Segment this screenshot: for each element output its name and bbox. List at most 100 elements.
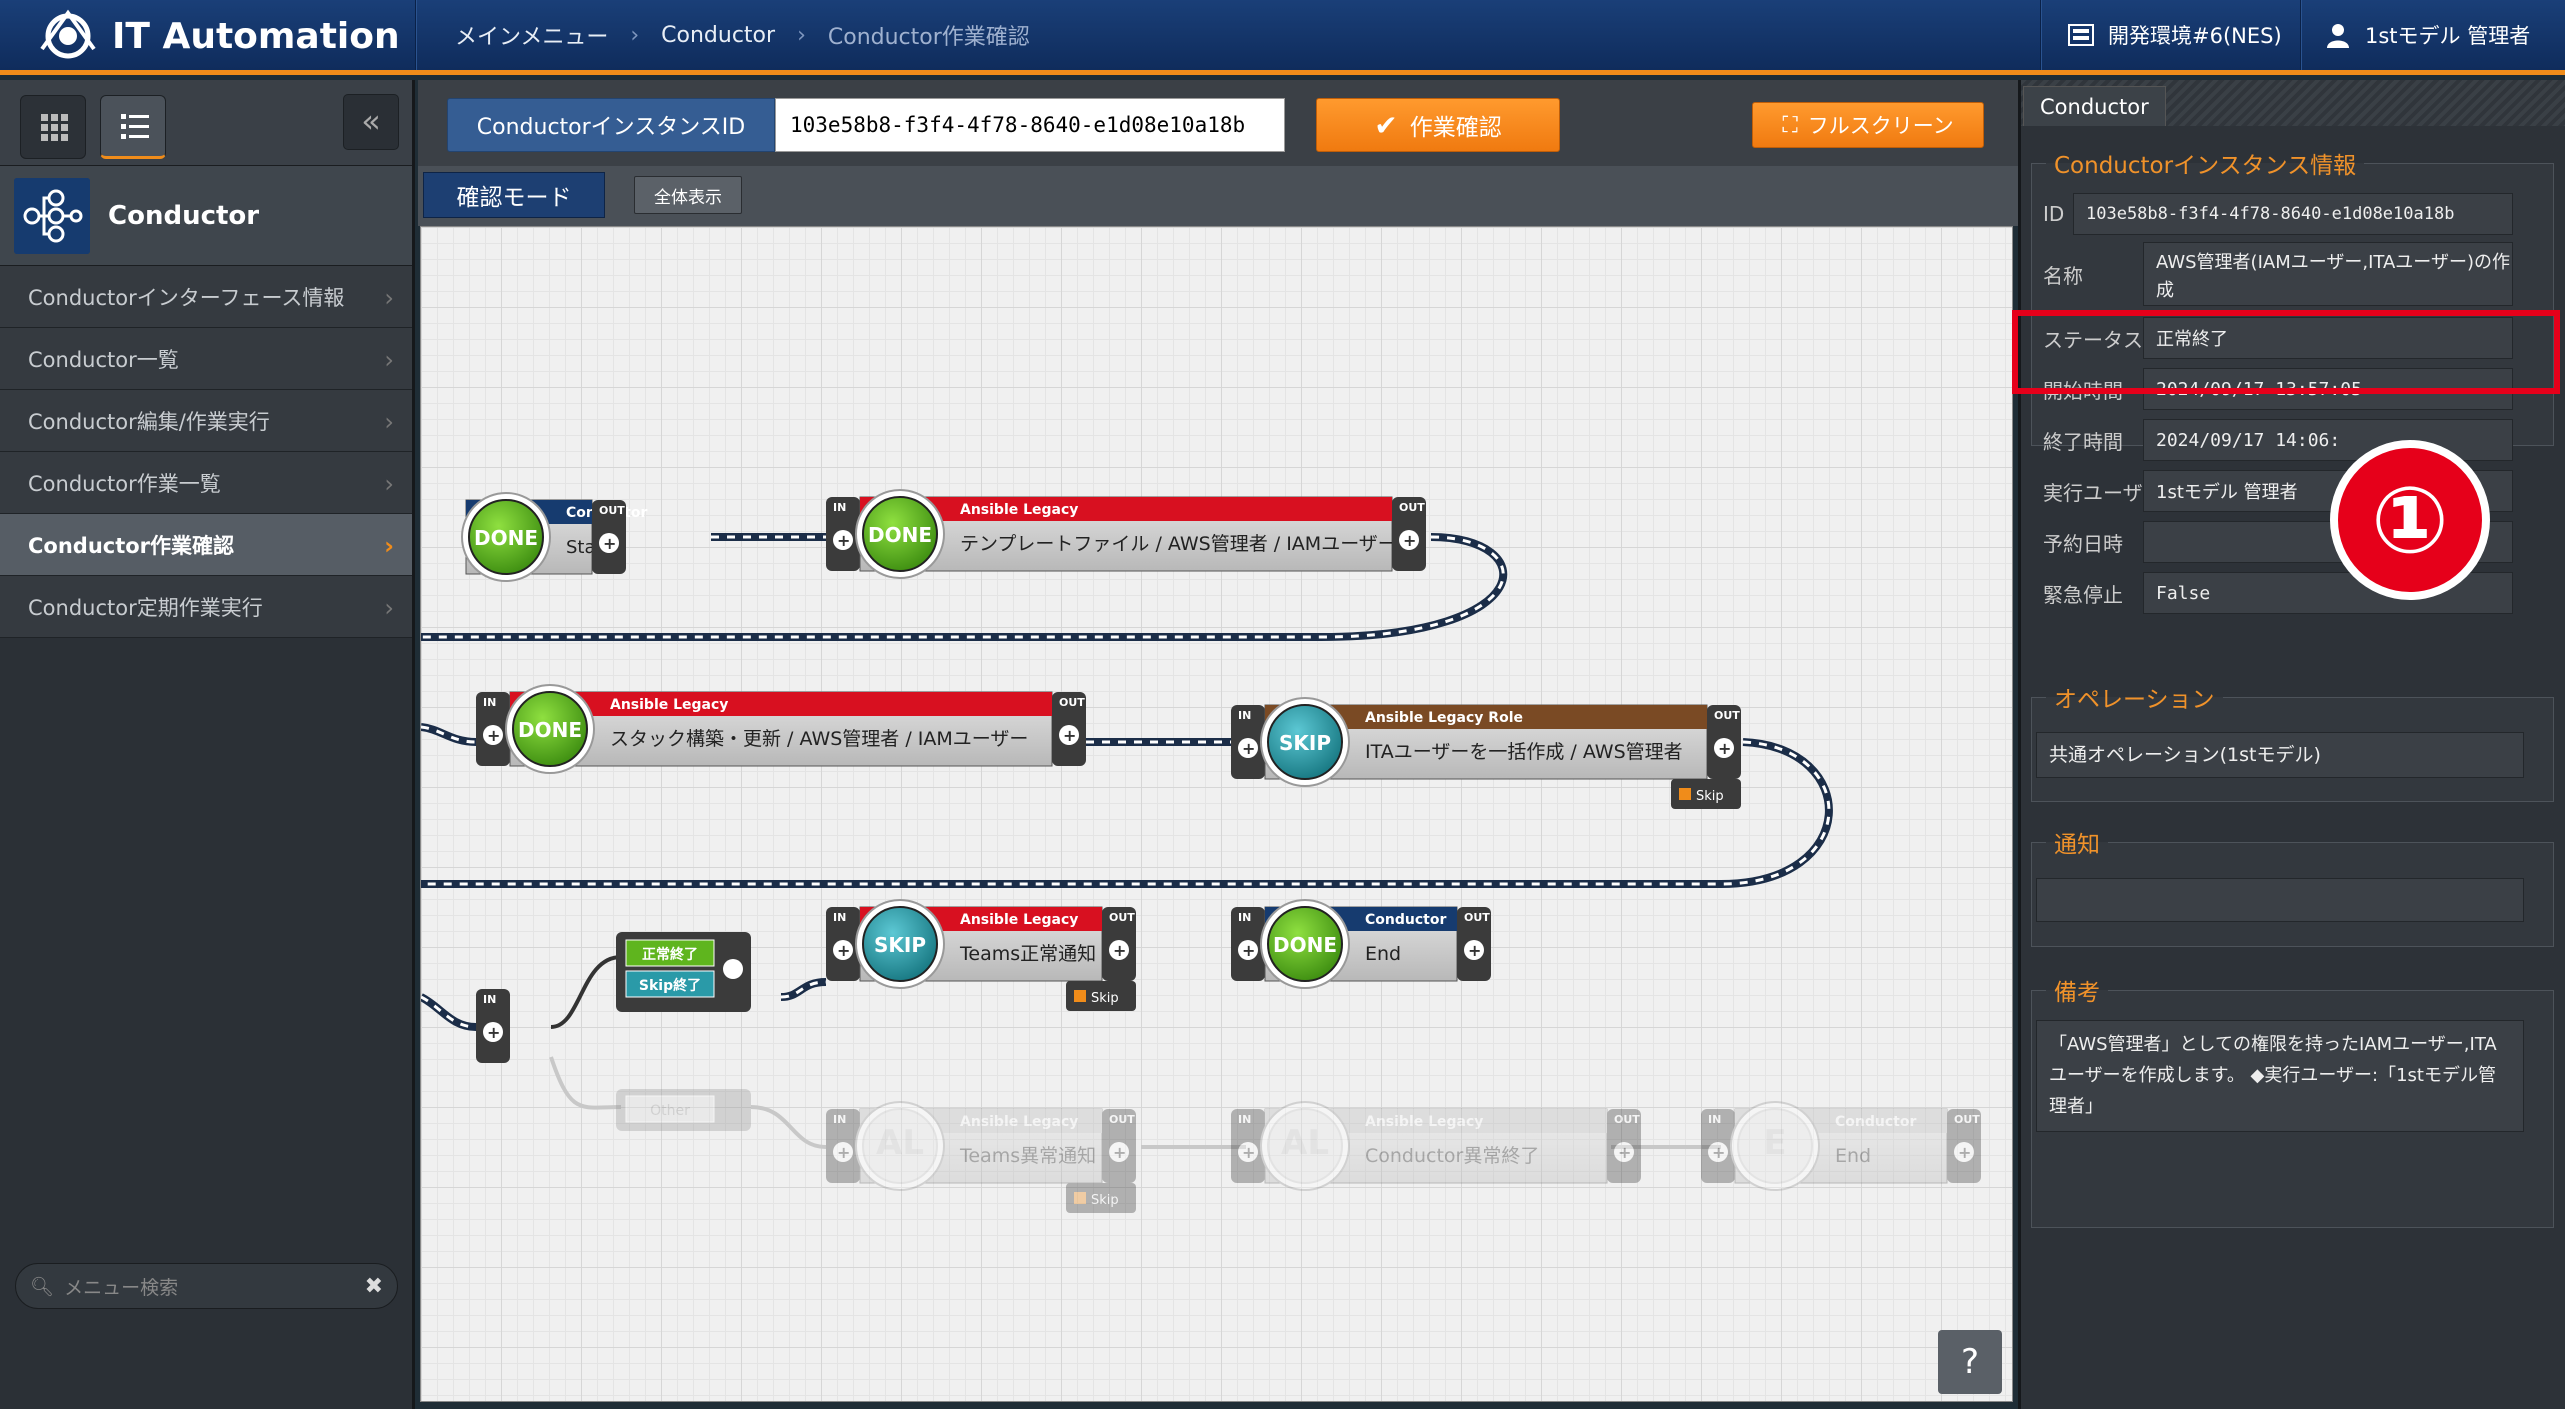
- node-status: DONE: [1273, 933, 1337, 957]
- skip-checkbox[interactable]: Skip: [1066, 981, 1136, 1011]
- plus-glyph: +: [603, 534, 616, 553]
- app-logo[interactable]: IT Automation: [38, 8, 400, 64]
- confirm-button[interactable]: ✔作業確認: [1316, 98, 1560, 152]
- in-port-label: IN: [833, 1113, 846, 1126]
- in-port-label: IN: [833, 911, 846, 924]
- node-type: Ansible Legacy Role: [1365, 710, 1523, 726]
- id-label: ID: [2043, 202, 2065, 226]
- node-type: Ansible Legacy: [610, 697, 728, 713]
- environment-name: 開発環境#6(NES): [2108, 24, 2282, 48]
- branch-other-label: Other: [650, 1103, 690, 1119]
- tab-conductor[interactable]: Conductor: [2023, 86, 2166, 126]
- sidebar-item-job-confirm[interactable]: Conductor作業確認›: [0, 514, 412, 576]
- out-port-label: OUT: [1109, 1113, 1135, 1126]
- status-label: ステータス: [2043, 327, 2143, 352]
- sidebar-item-scheduled[interactable]: Conductor定期作業実行›: [0, 576, 412, 638]
- skip-label: Skip: [1696, 789, 1724, 804]
- show-all-button[interactable]: 全体表示: [634, 176, 742, 214]
- list-view-button[interactable]: [100, 95, 166, 159]
- clear-icon[interactable]: ✖: [364, 1273, 383, 1299]
- grid-view-button[interactable]: [20, 95, 86, 159]
- node-header: [860, 1109, 1102, 1133]
- chevron-right-icon: ›: [797, 22, 806, 48]
- app-title: IT Automation: [112, 15, 400, 57]
- double-chevron-left-icon: «: [361, 102, 381, 140]
- menu-search[interactable]: 🔍︎ メニュー検索 ✖: [15, 1263, 398, 1309]
- chevron-right-icon: ›: [384, 408, 394, 436]
- out-port-label: OUT: [599, 504, 625, 517]
- skip-checkbox[interactable]: Skip: [1671, 779, 1741, 809]
- plus-icon: [833, 530, 853, 550]
- status-row: ステータス正常終了: [2031, 316, 2513, 360]
- search-input[interactable]: メニュー検索: [64, 1276, 179, 1299]
- sidebar-item-job-list[interactable]: Conductor作業一覧›: [0, 452, 412, 514]
- out-port-label: OUT: [1399, 501, 1425, 514]
- node-header: [860, 497, 1392, 521]
- status-circle: [512, 691, 588, 767]
- plus-icon: [1238, 1142, 1258, 1162]
- plus-icon: [1954, 1142, 1974, 1162]
- node-name: End: [1835, 1145, 1871, 1167]
- node-type: Ansible Legacy: [960, 1114, 1078, 1130]
- plus-icon: [1464, 940, 1484, 960]
- node-type: Conductor: [1835, 1114, 1916, 1130]
- sidebar-item-conductor-list[interactable]: Conductor一覧›: [0, 328, 412, 390]
- breadcrumb-main-menu[interactable]: メインメニュー: [455, 25, 609, 50]
- in-port[interactable]: [826, 1109, 860, 1183]
- plus-icon: [483, 725, 503, 745]
- node-type: Ansible Legacy: [1365, 1114, 1483, 1130]
- branch-other[interactable]: Other: [616, 1089, 751, 1131]
- flow-node-start[interactable]: ConductorStartOUT+DONE: [461, 492, 647, 582]
- breadcrumb: メインメニュー › Conductor › Conductor作業確認: [455, 0, 1030, 70]
- plus-glyph: +: [1063, 726, 1076, 745]
- sidebar-item-label: Conductor編集/作業実行: [28, 409, 270, 434]
- plus-glyph: +: [1468, 941, 1481, 960]
- sidebar-title: Conductor: [108, 200, 260, 231]
- help-button[interactable]: ?: [1938, 1330, 2002, 1394]
- out-port-label: OUT: [1464, 911, 1490, 924]
- out-port[interactable]: [1607, 1109, 1641, 1183]
- fullscreen-button[interactable]: ⛶フルスクリーン: [1752, 102, 1984, 148]
- collapse-sidebar-button[interactable]: «: [343, 94, 399, 150]
- breadcrumb-conductor[interactable]: Conductor: [661, 22, 776, 48]
- name-value: AWS管理者(IAMユーザー,ITAユーザー)の作成: [2143, 242, 2513, 306]
- in-port[interactable]: [1701, 1109, 1735, 1183]
- node-type: Ansible Legacy: [960, 912, 1078, 928]
- breadcrumb-current: Conductor作業確認: [827, 25, 1030, 50]
- out-port[interactable]: [1947, 1109, 1981, 1183]
- out-port[interactable]: [1102, 1109, 1136, 1183]
- plus-icon: [1059, 725, 1079, 745]
- in-port-label: IN: [1708, 1113, 1721, 1126]
- emergency-stop-label: 緊急停止: [2043, 582, 2123, 607]
- environment-indicator[interactable]: 開発環境#6(NES): [2068, 0, 2282, 70]
- sidebar-item-interface-info[interactable]: Conductorインターフェース情報›: [0, 266, 412, 328]
- instance-id-input[interactable]: 103e58b8-f3f4-4f78-8640-e1d08e10a18b: [775, 98, 1285, 152]
- list-icon: [121, 114, 149, 139]
- plus-glyph: +: [837, 1143, 850, 1162]
- skip-label: Skip: [1091, 1193, 1119, 1208]
- in-port[interactable]: [1231, 1109, 1265, 1183]
- mode-button[interactable]: 確認モード: [423, 172, 605, 218]
- in-port-label: IN: [483, 993, 496, 1006]
- sidebar-item-edit-execute[interactable]: Conductor編集/作業実行 ›: [0, 390, 412, 452]
- chevron-right-icon: ›: [384, 470, 394, 498]
- sidebar-item-label: Conductorインターフェース情報: [28, 285, 345, 310]
- question-icon: ?: [1960, 1342, 1980, 1382]
- status-circle: [468, 499, 544, 575]
- in-port-label: IN: [833, 501, 846, 514]
- sidebar: « Conductor Conductorインターフェース情報› Conduct…: [0, 80, 415, 1409]
- sidebar-item-label: Conductor作業確認: [28, 533, 235, 558]
- user-menu[interactable]: 1stモデル 管理者: [2325, 0, 2530, 70]
- skip-checkbox[interactable]: Skip: [1066, 1183, 1136, 1213]
